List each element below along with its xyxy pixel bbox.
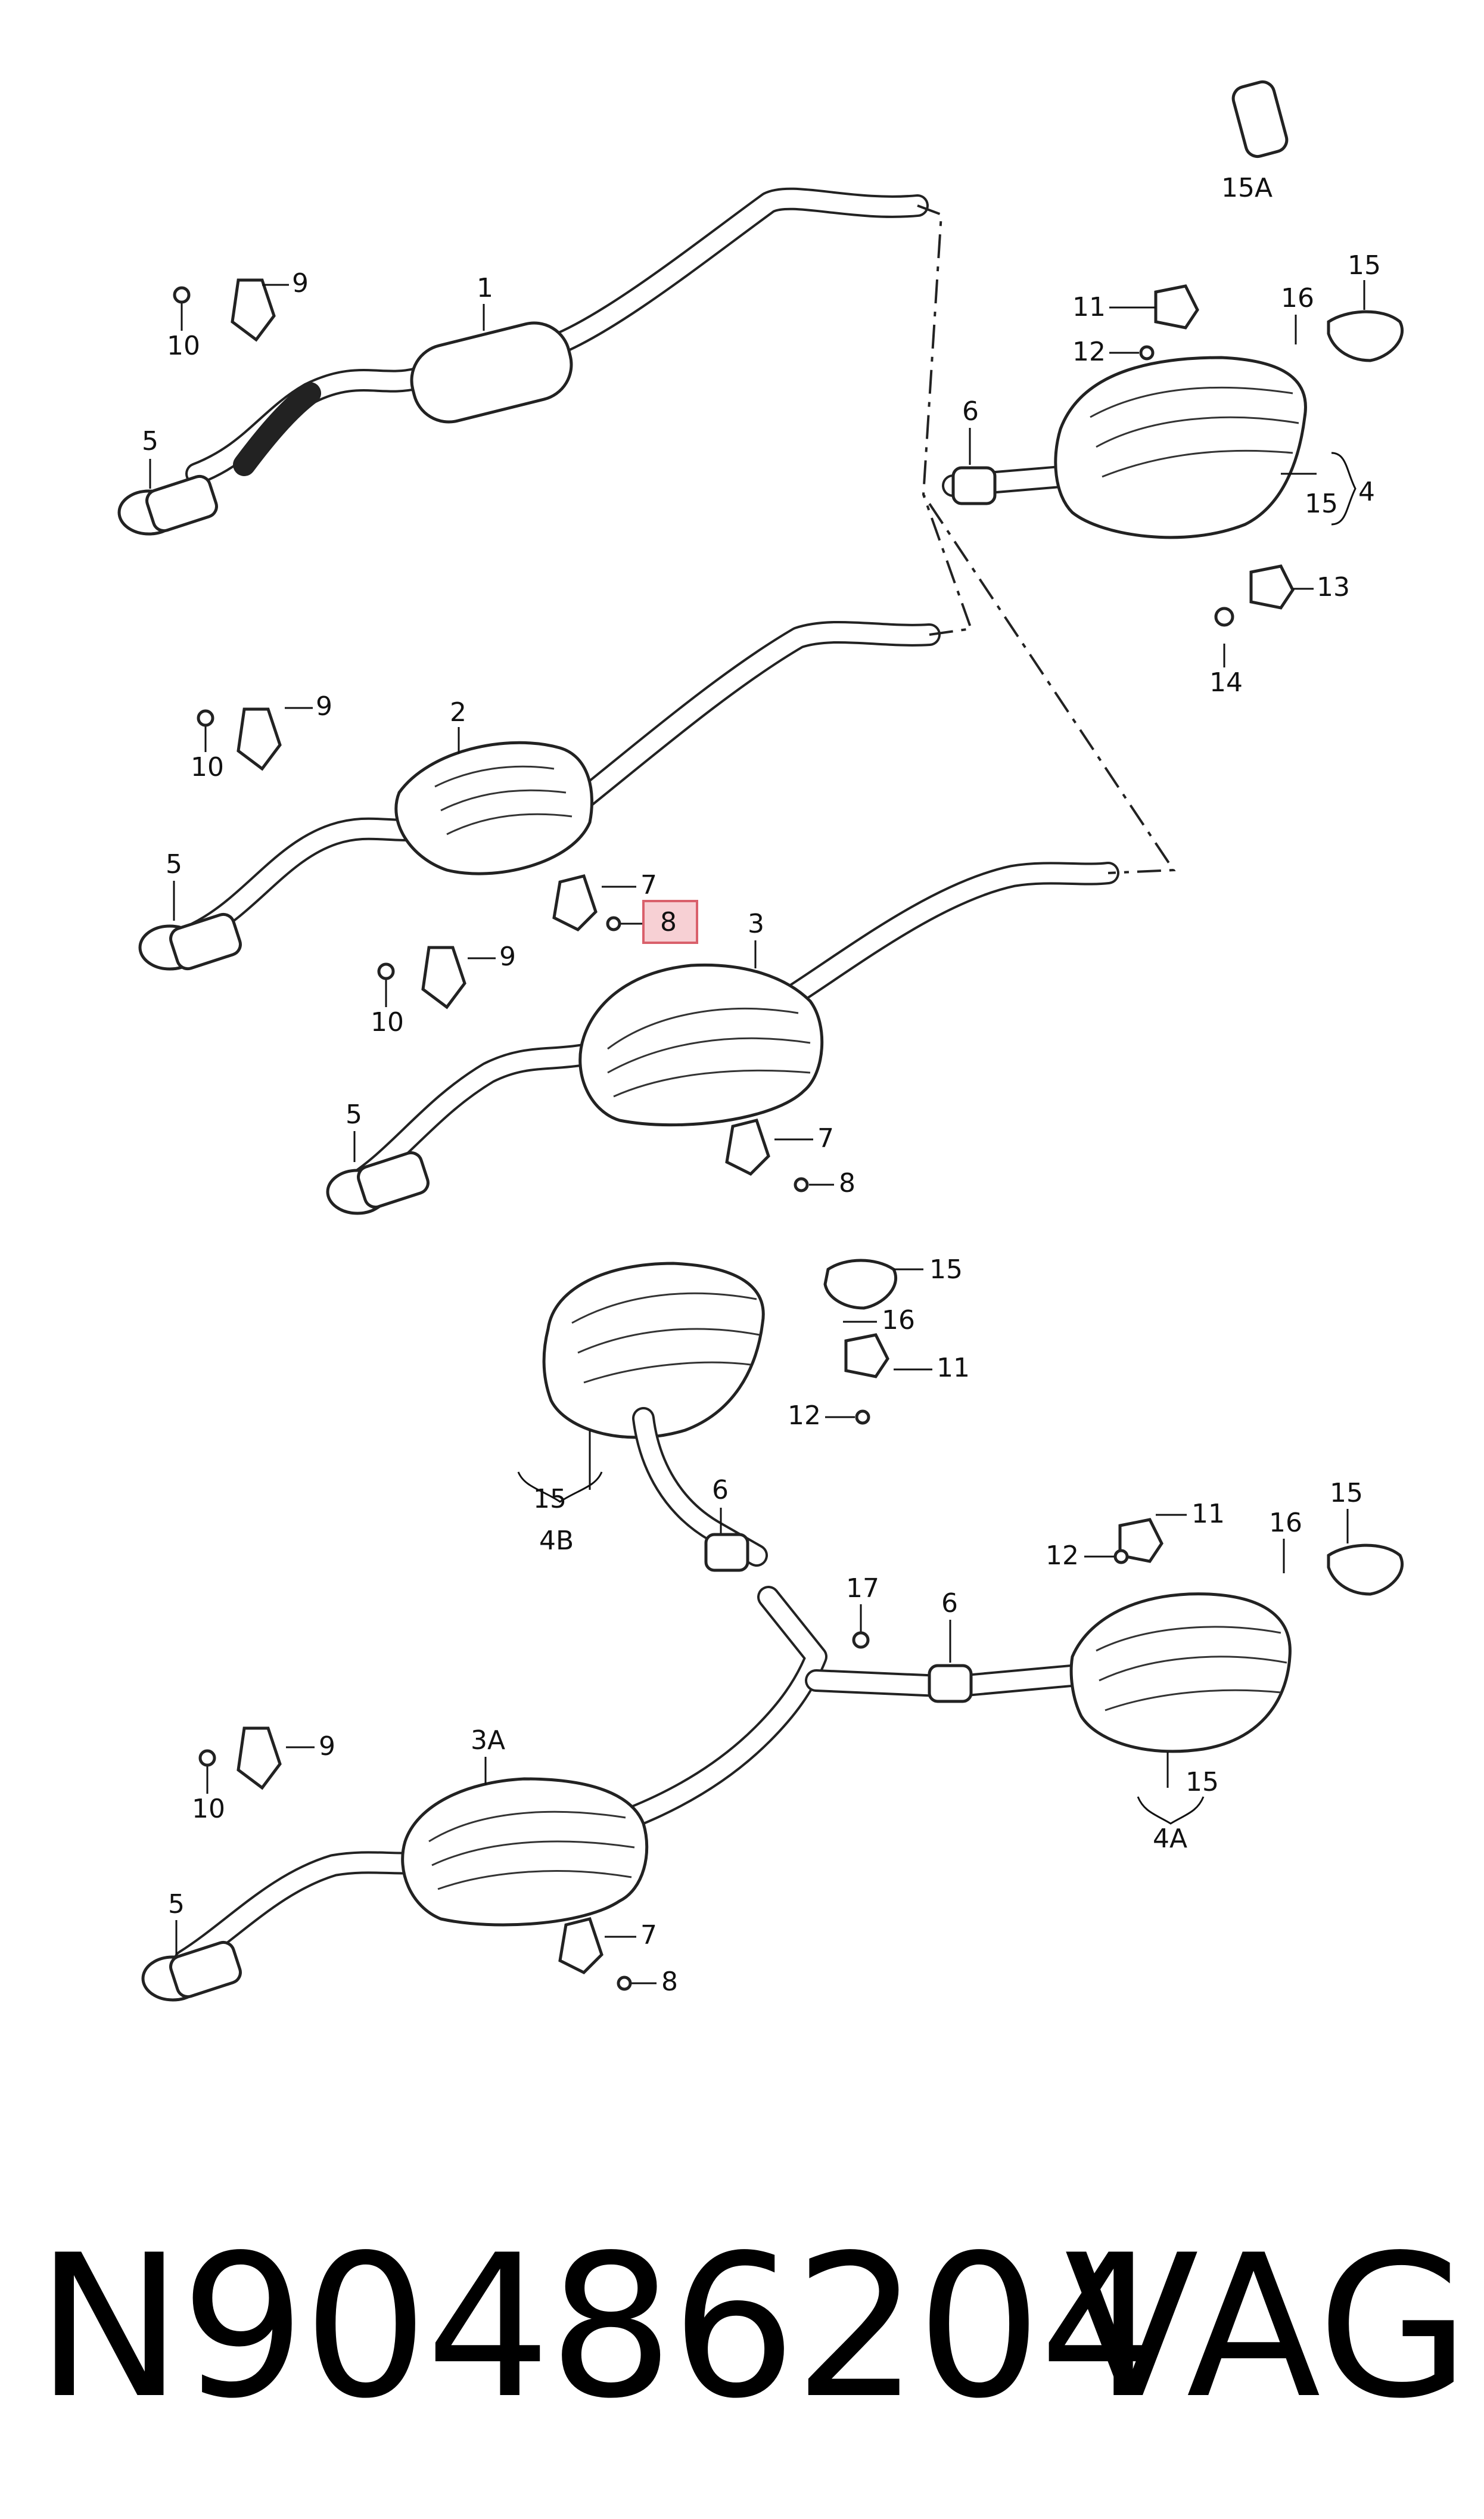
callout-15: 15 [1305, 489, 1338, 519]
callout-9: 9 [499, 942, 516, 972]
callout-2: 2 [450, 697, 466, 728]
callout-15: 15 [1186, 1767, 1219, 1797]
callout-14: 14 [1209, 667, 1243, 698]
assembly-4B-rear-silencer [542, 1259, 898, 1567]
brand-label: VAG [1064, 2213, 1470, 2442]
callout-4B: 4B [539, 1526, 574, 1556]
callout-5: 5 [168, 1889, 185, 1919]
bracket [517, 1471, 603, 1503]
footer: N90486204 VAG [0, 2229, 1484, 2503]
callout-16: 16 [882, 1305, 915, 1335]
callout-8: 8 [839, 1168, 855, 1198]
assembly-2-front-pipe [138, 620, 941, 971]
callout-11: 11 [1072, 292, 1106, 322]
callout-7: 7 [640, 1920, 657, 1950]
callout-9: 9 [319, 1731, 335, 1762]
callout-15: 15 [533, 1484, 567, 1514]
callout-16: 16 [1269, 1508, 1302, 1538]
callout-6: 6 [962, 396, 979, 427]
callout-5: 5 [142, 426, 158, 456]
exhaust-system-diagram: 1 9 10 5 2 9 10 5 7 8 3 9 10 [117, 80, 1404, 2002]
assembly-3-front-pipe [326, 862, 1119, 1215]
assembly-1-front-pipe [117, 187, 929, 536]
callout-9: 9 [292, 268, 309, 299]
callout-4A: 4A [1153, 1824, 1187, 1854]
callout-16: 16 [1281, 283, 1314, 313]
callout-7: 7 [640, 870, 657, 900]
callout-5: 5 [346, 1099, 362, 1130]
callout-15: 15 [1330, 1478, 1363, 1508]
callout-3: 3 [748, 909, 764, 939]
assembly-3A-4A-rear-system [141, 1518, 1404, 2002]
callout-10: 10 [191, 752, 224, 782]
callout-15: 15 [1348, 250, 1381, 281]
callout-12: 12 [1072, 337, 1106, 367]
callout-6: 6 [712, 1475, 729, 1505]
callout-8: 8 [661, 1967, 678, 1997]
callout-8-highlighted: 8 [660, 907, 677, 937]
callout-11: 11 [937, 1353, 970, 1383]
callout-10: 10 [371, 1007, 404, 1038]
bracket [1137, 1796, 1205, 1825]
callout-17: 17 [846, 1573, 879, 1604]
part-number: N90486204 [36, 2213, 1165, 2442]
callout-12: 12 [1046, 1540, 1079, 1571]
callout-7: 7 [817, 1123, 834, 1154]
relation-line [917, 204, 1176, 874]
relation-line [922, 494, 973, 636]
callout-10: 10 [167, 331, 200, 361]
callout-4: 4 [1358, 477, 1375, 507]
highlighted-callout-box [642, 900, 698, 944]
callout-12: 12 [788, 1400, 821, 1431]
callout-3A: 3A [471, 1725, 505, 1756]
callout-13: 13 [1317, 572, 1350, 602]
bracket [1331, 452, 1357, 526]
assembly-4-rear-silencer [942, 80, 1404, 610]
callout-10: 10 [192, 1794, 225, 1824]
callout-11: 11 [1191, 1499, 1225, 1529]
callout-5: 5 [166, 849, 182, 880]
callout-15A: 15A [1221, 173, 1273, 203]
callout-9: 9 [316, 691, 332, 722]
callout-6: 6 [941, 1588, 958, 1619]
callout-15: 15 [929, 1254, 963, 1285]
callout-1: 1 [477, 273, 493, 303]
